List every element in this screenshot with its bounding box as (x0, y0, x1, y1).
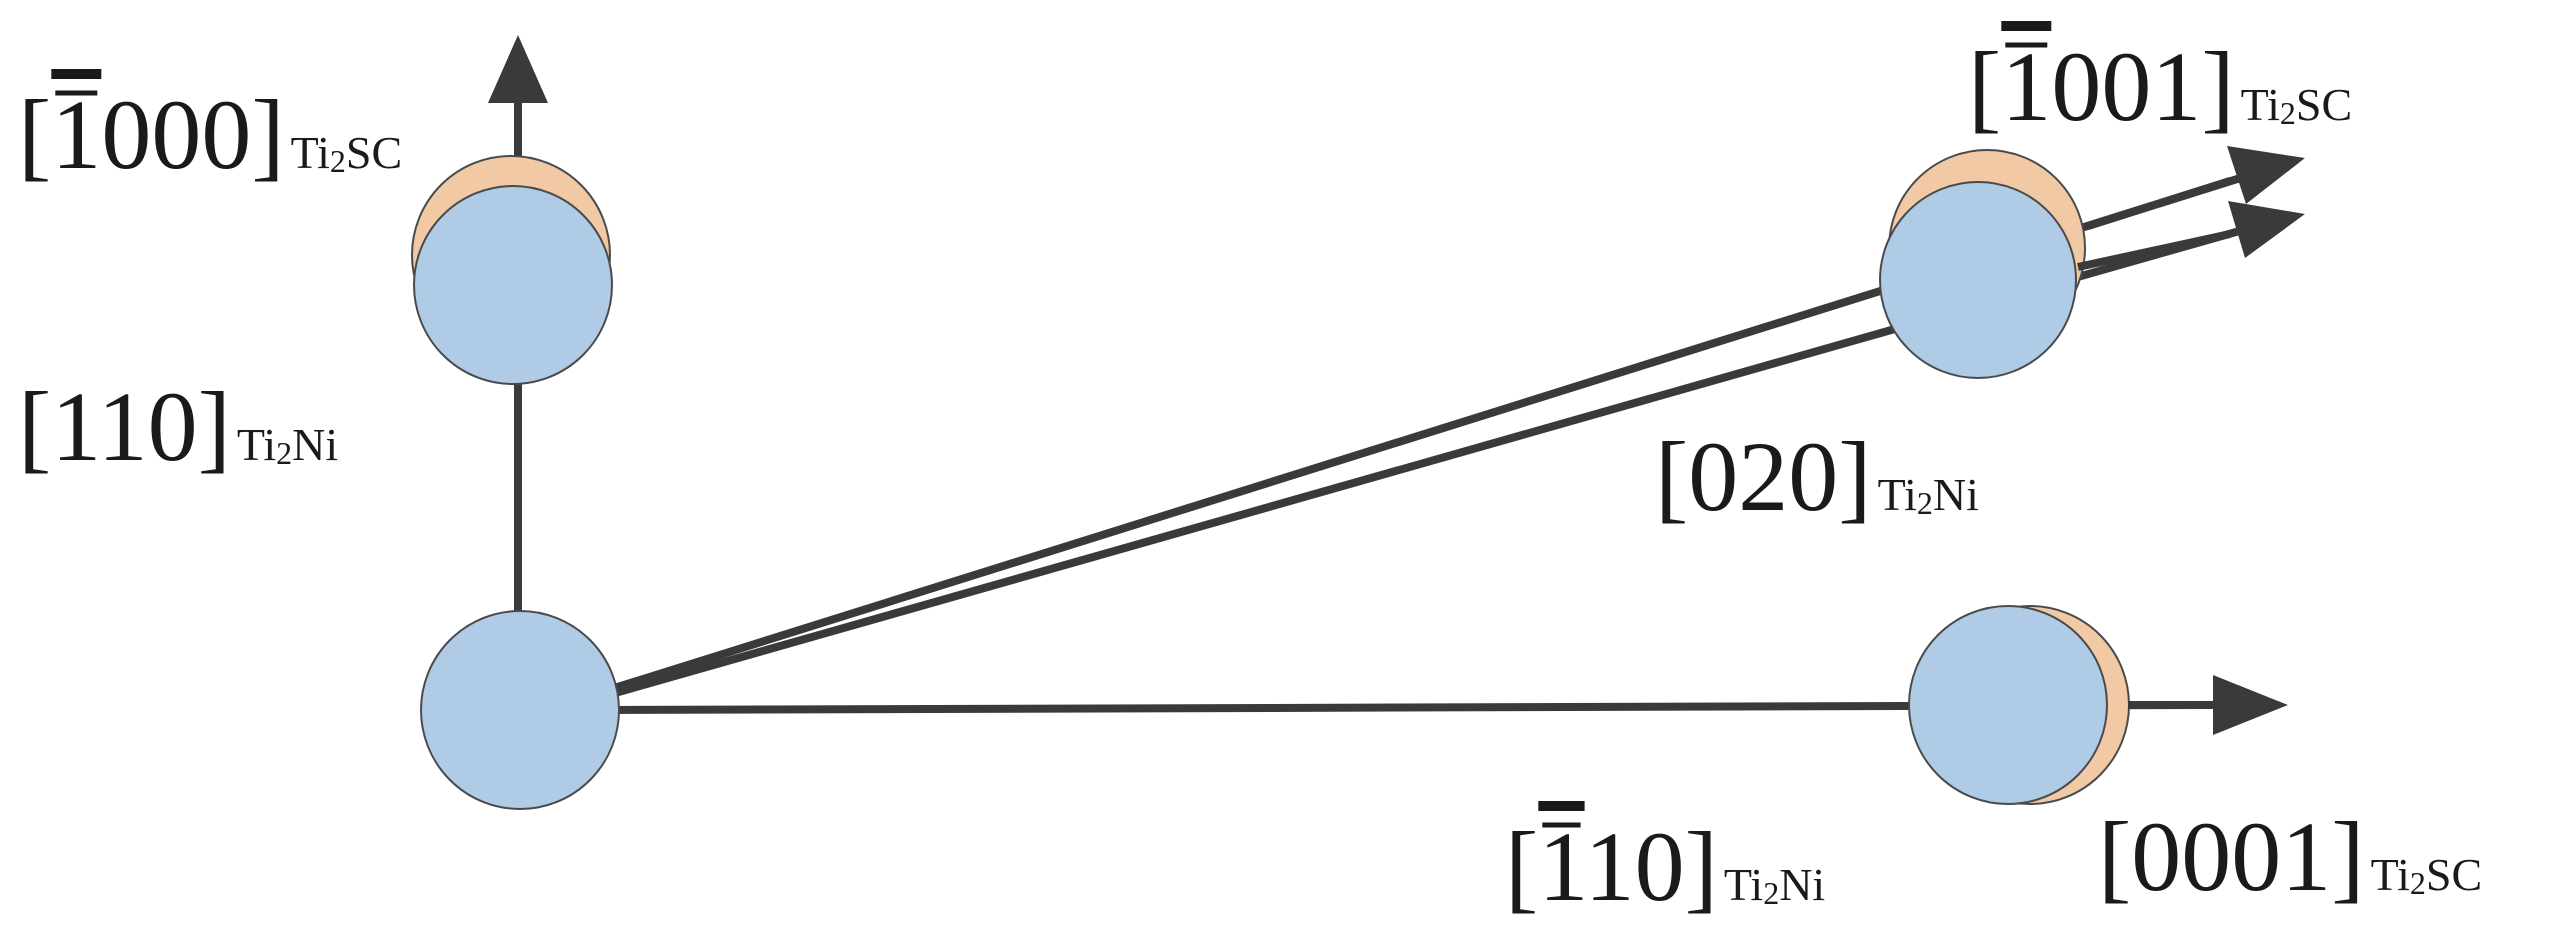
arrow-overlays (2077, 177, 2232, 709)
arrowhead-0001 (2213, 675, 2288, 735)
spot-top-right (1879, 181, 2077, 379)
label-bottom-mid: [110]Ti2Ni (1505, 811, 1825, 922)
arrowhead-020 (2228, 201, 2305, 258)
spot-top-left (413, 185, 613, 385)
spot-origin (420, 610, 620, 810)
label-top-right: [1001]Ti2SC (1968, 31, 2352, 142)
diffraction-spots (411, 149, 2130, 810)
vector-overlay-lower (2077, 230, 2231, 271)
label-top-left: [1000]Ti2SC (18, 79, 402, 190)
label-bottom-right: [0001]Ti2SC (2098, 801, 2482, 912)
spot-bottom-right (1908, 605, 2108, 805)
label-mid-right: [020]Ti2Ni (1655, 421, 1979, 532)
label-left-mid: [110]Ti2Ni (18, 371, 338, 482)
vector-overlay-upper (2086, 177, 2232, 230)
arrowhead-1bar001 (2227, 146, 2305, 204)
arrowhead-1bar000 (488, 35, 548, 103)
